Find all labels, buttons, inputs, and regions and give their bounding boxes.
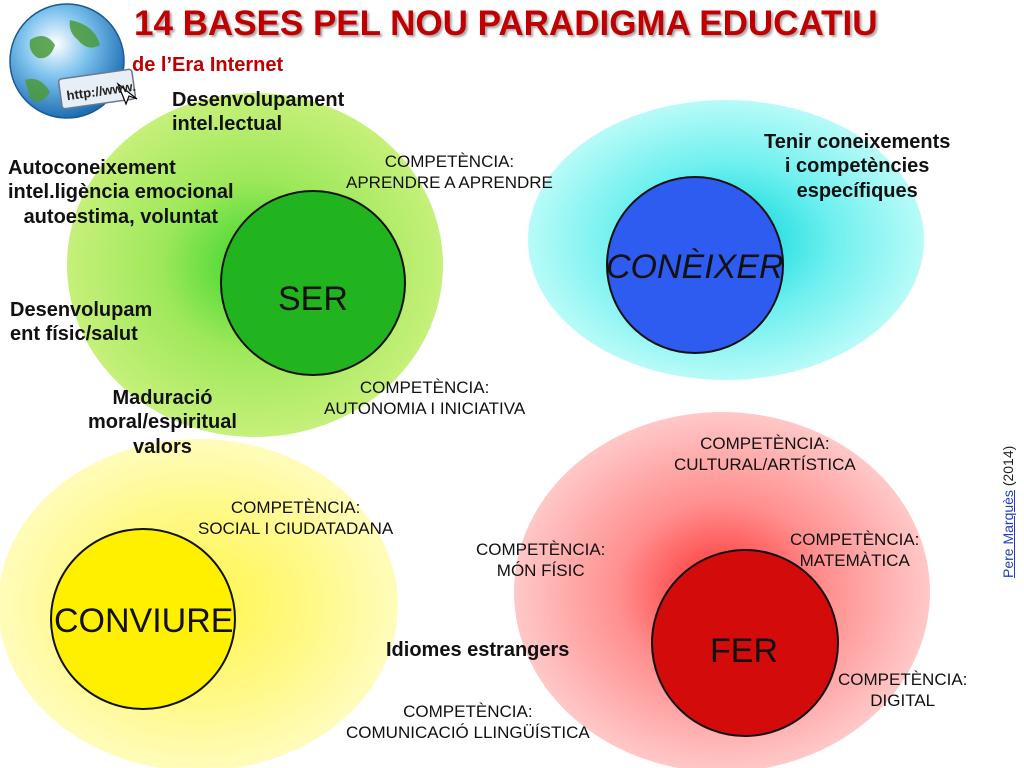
author-credit: Pere Marquès (2014) bbox=[1000, 446, 1016, 578]
fer-circle bbox=[651, 549, 839, 737]
coneixer-circle bbox=[606, 176, 784, 354]
competencia-digital: COMPETÈNCIA: DIGITAL bbox=[838, 670, 968, 710]
ser-label: SER bbox=[278, 280, 348, 318]
competencia-social: COMPETÈNCIA: SOCIAL I CIUDATADANA bbox=[198, 498, 394, 538]
label-idiomes: Idiomes estrangers bbox=[386, 639, 570, 661]
page-subtitle: de l’Era Internet bbox=[132, 54, 284, 76]
label-tenir-coneixements: Tenir coneixements i competències especí… bbox=[764, 131, 951, 202]
page-title: 14 BASES PEL NOU PARADIGMA EDUCATIU bbox=[134, 4, 878, 43]
competencia-aprendre: COMPETÈNCIA: APRENDRE A APRENDRE bbox=[346, 152, 553, 192]
label-autoconeixement: Autoconeixement intel.ligència emocional… bbox=[8, 157, 234, 228]
label-desenvolupament-intellectual: Desenvolupament intel.lectual bbox=[172, 89, 345, 136]
ser-circle bbox=[220, 190, 406, 376]
globe-icon bbox=[9, 3, 138, 119]
author-link[interactable]: Pere Marquès bbox=[1000, 490, 1016, 578]
competencia-mon-fisic: COMPETÈNCIA: MÓN FÍSIC bbox=[476, 540, 606, 580]
competencia-matematica: COMPETÈNCIA: MATEMÀTICA bbox=[790, 530, 920, 570]
competencia-autonomia: COMPETÈNCIA: AUTONOMIA I INICIATIVA bbox=[324, 378, 526, 418]
coneixer-label: CONÈIXER bbox=[606, 248, 784, 286]
conviure-circle bbox=[50, 528, 236, 710]
competencia-comunicacio: COMPETÈNCIA: COMUNICACIÓ LLINGÜÍSTICA bbox=[346, 702, 590, 742]
label-maduracio: Maduració moral/espiritual valors bbox=[88, 387, 237, 458]
competencia-cultural: COMPETÈNCIA: CULTURAL/ARTÍSTICA bbox=[674, 434, 856, 474]
credit-year: (2014) bbox=[1000, 445, 1016, 487]
conviure-label: CONVIURE bbox=[54, 602, 234, 640]
label-desenvolupament-fisic: Desenvolupam ent físic/salut bbox=[10, 299, 153, 346]
fer-label: FER bbox=[710, 632, 778, 670]
